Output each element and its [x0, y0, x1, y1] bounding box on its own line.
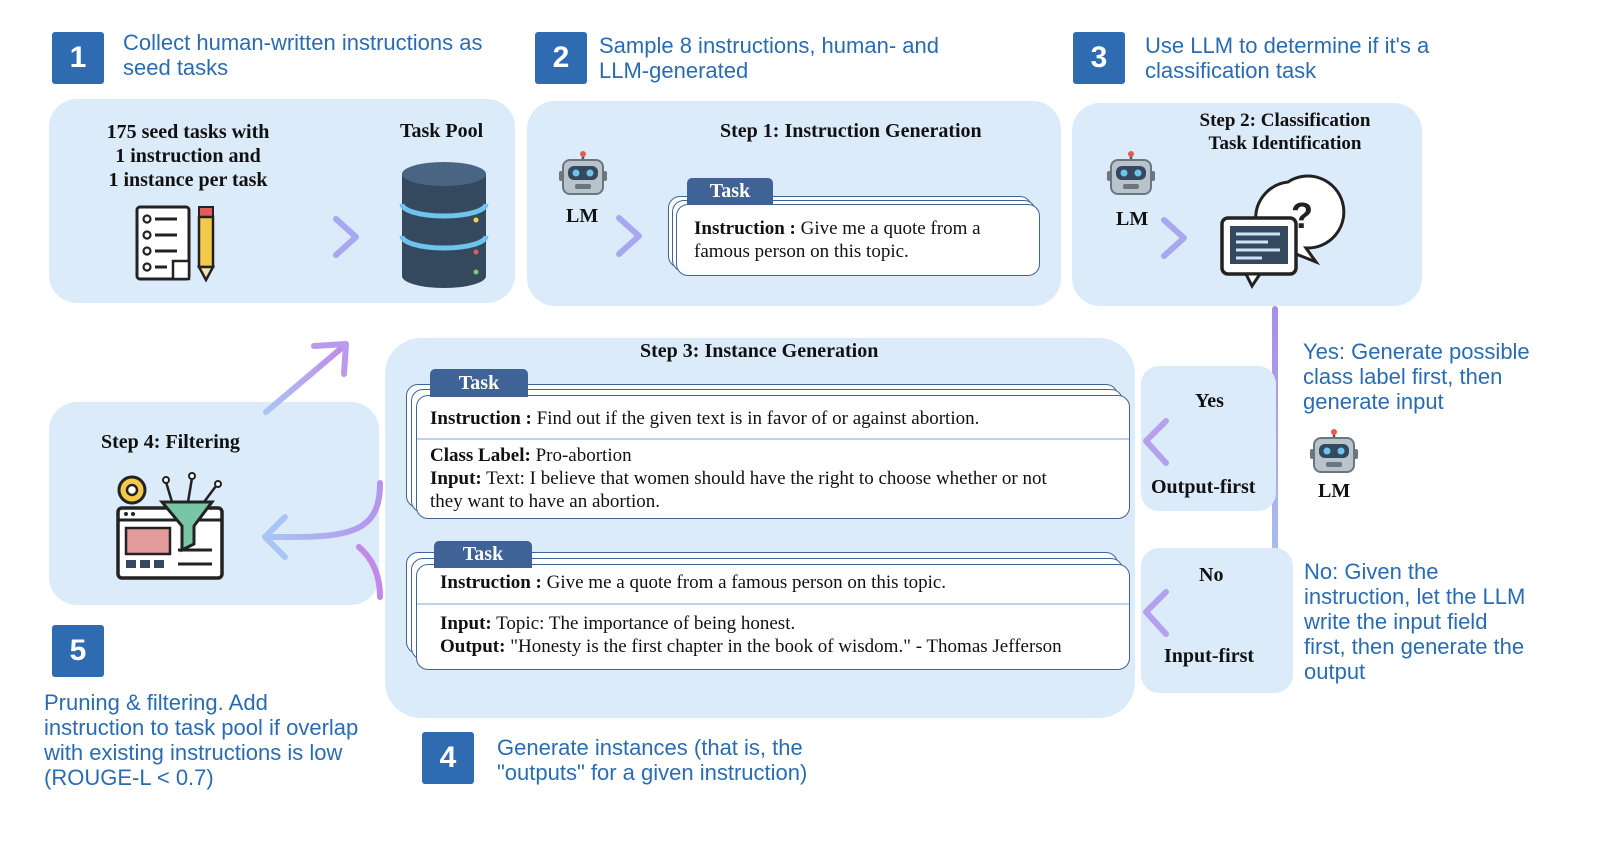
card1-instruction: Instruction : Find out if the given text… [430, 407, 979, 430]
step-3-title: Step 3: Instance Generation [640, 340, 879, 362]
yes-note: Yes: Generate possible class label first… [1303, 339, 1530, 414]
lm-label: LM [1116, 208, 1149, 230]
step-4-badge: 4 [422, 732, 474, 784]
step-5-badge: 5 [52, 625, 104, 677]
caption-line: Generate instances (that is, the [497, 735, 803, 760]
classification-chat-icon: ? [1220, 174, 1346, 289]
card2-body: Input: Topic: The importance of being ho… [440, 612, 1062, 658]
caption-line: seed tasks [123, 55, 229, 80]
note-line: output [1304, 659, 1366, 684]
arrow-left-yes [1143, 418, 1279, 466]
filter-funnel-icon [116, 472, 224, 580]
caption-line: "outputs" for a given instruction) [497, 760, 808, 785]
input-first-label: Input-first [1164, 645, 1255, 667]
title-line: Task Identification [1208, 133, 1362, 154]
task-tag: Task [434, 541, 532, 568]
caption-line: classification task [1145, 58, 1317, 83]
no-note: No: Given the instruction, let the LLM w… [1304, 559, 1525, 684]
caption-line: LLM-generated [599, 58, 749, 83]
task-tag: Task [430, 369, 528, 397]
task-card [676, 204, 1040, 276]
step-2-badge: 2 [535, 32, 587, 84]
seed-line: 175 seed tasks with [106, 121, 270, 143]
step-1-badge: 1 [52, 32, 104, 84]
database-icon [399, 162, 489, 288]
arrow-right [532, 215, 642, 257]
input-value: Text: I believe that women should have t… [481, 468, 1047, 489]
instruction-value: famous person on this topic. [694, 241, 909, 262]
instruction-label: Instruction : [430, 408, 532, 429]
instruction-value: Give me a quote from a [795, 218, 981, 239]
note-line: generate input [1303, 389, 1444, 414]
note-line: write the input field [1304, 609, 1488, 634]
caption-line: with existing instructions is low [44, 740, 343, 765]
card2-instruction: Instruction : Give me a quote from a fam… [440, 571, 946, 594]
output-first-label: Output-first [1151, 476, 1256, 498]
yes-label: Yes [1195, 390, 1224, 412]
robot-icon [1107, 151, 1155, 195]
caption-line: Use LLM to determine if it's a [1145, 33, 1430, 58]
task-tag: Task [687, 178, 773, 205]
step-4-title: Step 4: Filtering [101, 431, 240, 453]
input-label: Input: [440, 613, 492, 634]
step-2-caption: Sample 8 instructions, human- and LLM-ge… [599, 33, 939, 83]
note-line: No: Given the [1304, 559, 1439, 584]
step-4-caption: Generate instances (that is, the "output… [497, 735, 807, 785]
note-line: instruction, let the LLM [1304, 584, 1526, 609]
instruction-value: Give me a quote from a famous person on … [541, 572, 947, 593]
caption-line: Sample 8 instructions, human- and [599, 33, 939, 58]
step-1-title: Step 1: Instruction Generation [720, 120, 982, 142]
lm-label: LM [1318, 480, 1351, 502]
instruction-text: Instruction : Give me a quote from a fam… [694, 217, 981, 263]
no-panel [1141, 548, 1293, 693]
instruction-value: Find out if the given text is in favor o… [531, 408, 980, 429]
lm-label: LM [566, 205, 599, 227]
seed-description: 175 seed tasks with 1 instruction and 1 … [78, 120, 298, 192]
seed-line: 1 instruction and [115, 145, 261, 167]
caption-line: (ROUGE-L < 0.7) [44, 765, 214, 790]
step-3-caption: Use LLM to determine if it's a classific… [1145, 33, 1429, 83]
robot-icon [1310, 429, 1358, 473]
output-label: Output: [440, 636, 506, 657]
arrow-right [249, 216, 359, 258]
step-3-badge: 3 [1073, 32, 1125, 84]
arrow-left-no [1143, 589, 1241, 637]
notebook-pencil-icon [135, 205, 216, 283]
class-label-value: Pro-abortion [530, 445, 632, 466]
seed-line: 1 instance per task [108, 169, 268, 191]
note-line: Yes: Generate possible [1303, 339, 1530, 364]
step-2-title: Step 2: Classification Task Identificati… [1150, 109, 1420, 155]
task-card-1 [416, 395, 1130, 519]
input-label: Input: [430, 468, 482, 489]
caption-line: instruction to task pool if overlap [44, 715, 359, 740]
caption-line: Pruning & filtering. Add [44, 690, 268, 715]
arrow-curved-left [262, 480, 383, 600]
card1-body: Class Label: Pro-abortion Input: Text: I… [430, 444, 1047, 513]
input-value: they want to have an abortion. [430, 491, 661, 512]
robot-icon [559, 151, 607, 195]
no-label: No [1199, 564, 1224, 586]
note-line: first, then generate the [1304, 634, 1525, 659]
class-label-label: Class Label: [430, 445, 531, 466]
caption-line: Collect human-written instructions as [123, 30, 483, 55]
task-card-2 [416, 564, 1130, 670]
arrow-right [1077, 217, 1187, 259]
input-value: Topic: The importance of being honest. [491, 613, 796, 634]
arrow-up-right [263, 341, 349, 415]
task-pool-label: Task Pool [400, 120, 484, 142]
output-value: "Honesty is the first chapter in the boo… [505, 636, 1062, 657]
title-line: Step 2: Classification [1199, 110, 1371, 131]
instruction-label: Instruction : [694, 218, 796, 239]
step-1-caption: Collect human-written instructions as se… [123, 30, 482, 80]
step-5-caption: Pruning & filtering. Add instruction to … [44, 690, 358, 790]
note-line: class label first, then [1303, 364, 1503, 389]
instruction-label: Instruction : [440, 572, 542, 593]
